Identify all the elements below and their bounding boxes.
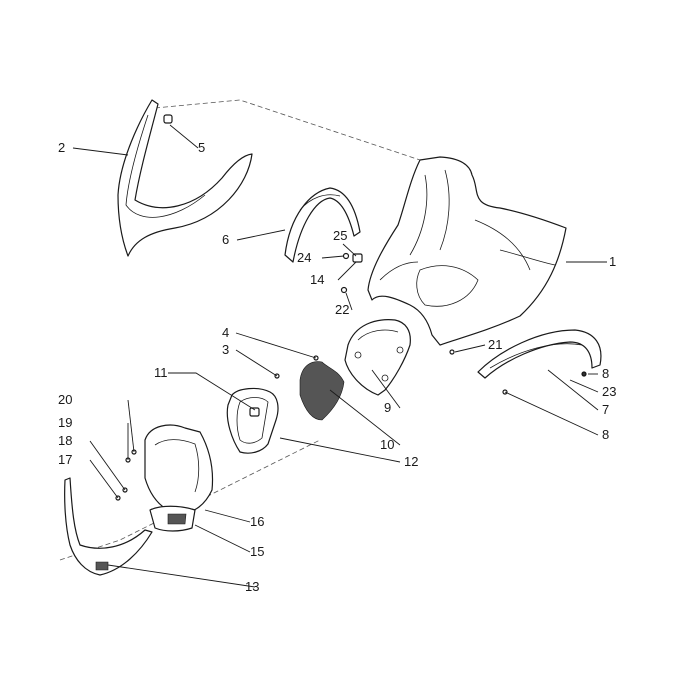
callout-21: 21 (488, 337, 502, 352)
callout-11: 11 (154, 365, 168, 380)
part-24-screw[interactable] (342, 252, 350, 260)
part-15-light-lens[interactable] (149, 505, 196, 532)
part-22-screw[interactable] (340, 286, 348, 294)
callout-14: 14 (310, 272, 324, 287)
part-25-clip[interactable] (352, 253, 363, 263)
callout-18: 18 (58, 433, 72, 448)
callout-9: 9 (384, 400, 391, 415)
part-6-inner-trim[interactable] (284, 187, 361, 263)
part-12-frame[interactable] (226, 387, 279, 454)
callout-2: 2 (58, 140, 65, 155)
callout-7: 7 (602, 402, 609, 417)
callout-8b: 8 (602, 427, 609, 442)
callout-3: 3 (222, 342, 229, 357)
callout-19: 19 (58, 415, 72, 430)
part-1-front-shield[interactable] (367, 156, 567, 346)
alignment-lines (59, 99, 421, 561)
part-7-side-strip[interactable] (477, 329, 602, 379)
part-5-clip[interactable] (163, 114, 173, 124)
callout-13: 13 (245, 579, 259, 594)
callout-6: 6 (222, 232, 229, 247)
part-16-headlight-housing[interactable] (144, 424, 214, 516)
callout-labels: 1 2 3 4 5 6 7 8 8 9 10 11 12 13 14 15 16… (58, 140, 616, 594)
callout-17: 17 (58, 452, 72, 467)
callout-22: 22 (335, 302, 349, 317)
callout-15: 15 (250, 544, 264, 559)
part-10-grille[interactable] (299, 361, 345, 421)
callout-12: 12 (404, 454, 418, 469)
callout-4: 4 (222, 325, 229, 340)
callout-5: 5 (198, 140, 205, 155)
part-13-lower-trim[interactable] (64, 477, 153, 576)
callout-8a: 8 (602, 366, 609, 381)
callout-24: 24 (297, 250, 311, 265)
callout-20: 20 (58, 392, 72, 407)
part-2-upper-trim[interactable] (117, 99, 253, 257)
part-9-inner-panel[interactable] (344, 319, 411, 396)
callout-1: 1 (609, 254, 616, 269)
leader-lines (72, 124, 607, 588)
callout-23: 23 (602, 384, 616, 399)
callout-10: 10 (380, 437, 394, 452)
callout-25: 25 (333, 228, 347, 243)
callout-16: 16 (250, 514, 264, 529)
part-11-nut[interactable] (249, 407, 260, 417)
part-8-screw-a[interactable] (582, 372, 586, 376)
part-21-screw[interactable] (449, 349, 455, 355)
